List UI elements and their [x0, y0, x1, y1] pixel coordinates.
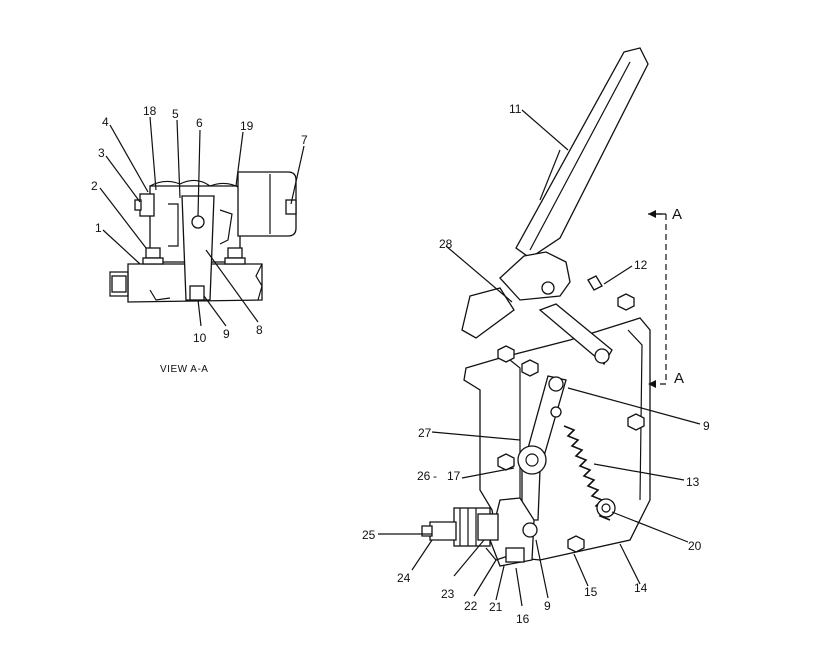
- callout-10: 10: [193, 331, 207, 345]
- callout-25: 25: [362, 528, 376, 542]
- callout-24: 24: [397, 571, 411, 585]
- view-caption: VIEW A-A: [160, 364, 208, 375]
- callout-9-upper: 9: [703, 419, 710, 433]
- section-marker-bottom: A: [674, 370, 684, 387]
- callout-22: 22: [464, 599, 478, 613]
- callout-28: 28: [439, 237, 453, 251]
- main-assembly-drawing: [421, 47, 651, 567]
- callout-12: 12: [634, 258, 648, 272]
- callout-16: 16: [516, 612, 530, 626]
- callout-23: 23: [441, 587, 455, 601]
- view-a-a-drawing: [109, 171, 297, 303]
- callout-11: 11: [509, 102, 522, 116]
- callout-13: 13: [686, 475, 700, 489]
- main-callout-labels: 11 12 9 13 20 14 15 16 9 21 22 23 24 25 …: [362, 102, 710, 626]
- callout-17: 17: [447, 469, 461, 483]
- view-leaders: [99, 116, 305, 327]
- callout-26: 26: [417, 469, 431, 483]
- callout-9: 9: [223, 327, 230, 341]
- callout-4: 4: [102, 115, 109, 129]
- callout-dash: -: [433, 469, 437, 483]
- callout-19: 19: [240, 119, 254, 133]
- callout-1: 1: [95, 221, 102, 235]
- section-line-a: [648, 210, 667, 388]
- callout-21: 21: [489, 600, 503, 614]
- callout-7: 7: [301, 133, 308, 147]
- callout-15: 15: [584, 585, 598, 599]
- callout-14: 14: [634, 581, 648, 595]
- callout-8: 8: [256, 323, 263, 337]
- view-callout-labels: 1 2 3 4 18 5 6 19 7 8 9 10 VIEW A-A: [91, 104, 308, 375]
- callout-27: 27: [418, 426, 432, 440]
- callout-5: 5: [172, 107, 179, 121]
- callout-3: 3: [98, 146, 105, 160]
- callout-6: 6: [196, 116, 203, 130]
- section-marker-top: A: [672, 206, 682, 223]
- callout-20: 20: [688, 539, 702, 553]
- main-leaders: [378, 109, 701, 607]
- callout-9-lower: 9: [544, 599, 551, 613]
- callout-2: 2: [91, 179, 98, 193]
- callout-18: 18: [143, 104, 157, 118]
